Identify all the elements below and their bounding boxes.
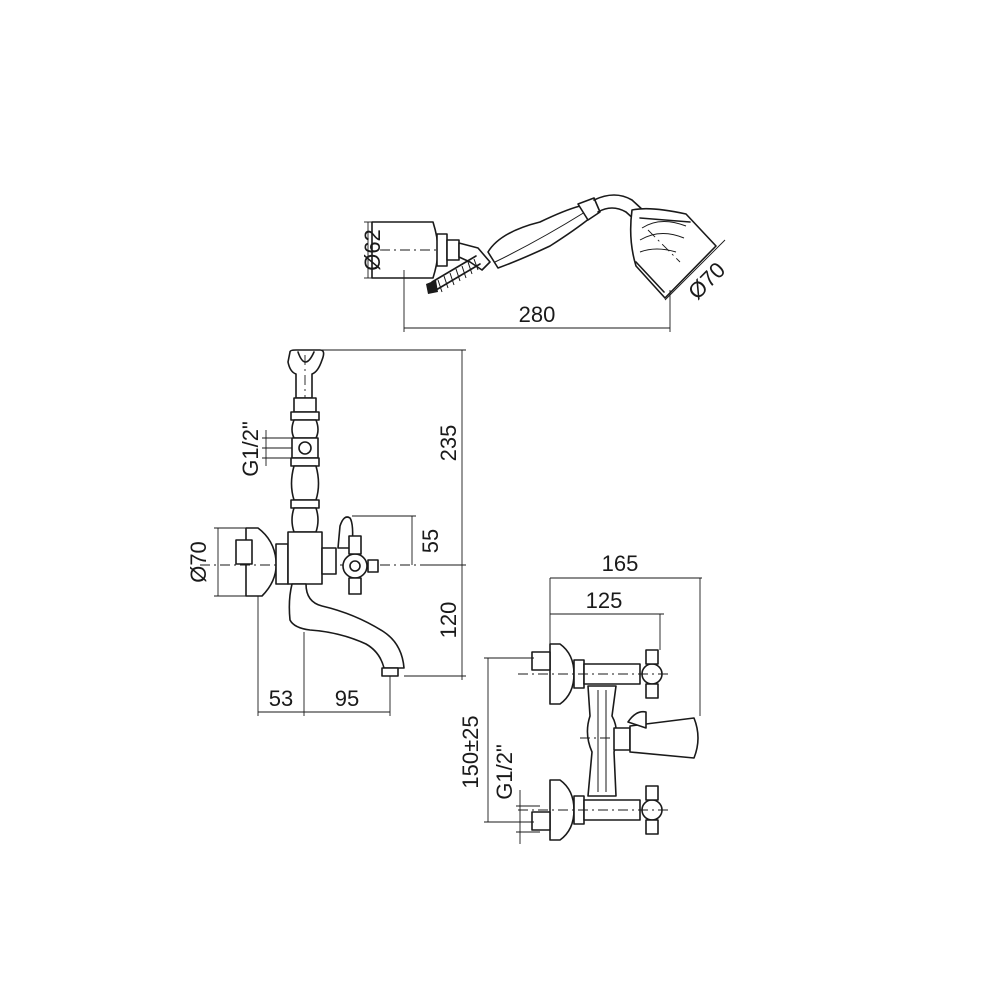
dim-handle-depth: 125	[586, 588, 623, 613]
cross-handle	[342, 535, 379, 595]
dim-holder-diameter: Ø62	[360, 229, 385, 271]
mixer-top-view: 165 125 150±25	[458, 551, 702, 844]
dim-top-thread: G1/2"	[492, 744, 517, 800]
dim-spout-drop: 120	[436, 602, 461, 639]
dim-thread: G1/2"	[238, 421, 263, 477]
riser-column	[290, 397, 320, 533]
dim-flange-diameter: Ø70	[186, 541, 211, 583]
dim-spout-reach: 95	[335, 686, 359, 711]
wall-mixer-side-view: 235 55 120 G1/2" Ø70 53 95	[186, 349, 466, 716]
mixer-nut	[275, 543, 289, 585]
center-lever	[629, 717, 699, 759]
shower-hook	[287, 349, 325, 399]
holder-collar	[436, 233, 448, 267]
dim-total-depth: 165	[602, 551, 639, 576]
dim-handshower-length: 280	[519, 302, 556, 327]
central-body	[586, 685, 618, 797]
dim-total-height: 235	[436, 425, 461, 462]
spout-outlet	[381, 667, 399, 677]
hose-spiral	[426, 255, 481, 294]
mixer-body	[287, 531, 323, 585]
bath-spout	[288, 583, 405, 669]
handshower-view: Ø62 280 Ø70	[360, 194, 730, 332]
dim-handle-height: 55	[418, 529, 443, 553]
dim-center-distance: 150±25	[458, 715, 483, 788]
dim-flange-depth: 53	[269, 686, 293, 711]
shower-head	[629, 207, 717, 299]
handshower-handle	[487, 205, 591, 269]
